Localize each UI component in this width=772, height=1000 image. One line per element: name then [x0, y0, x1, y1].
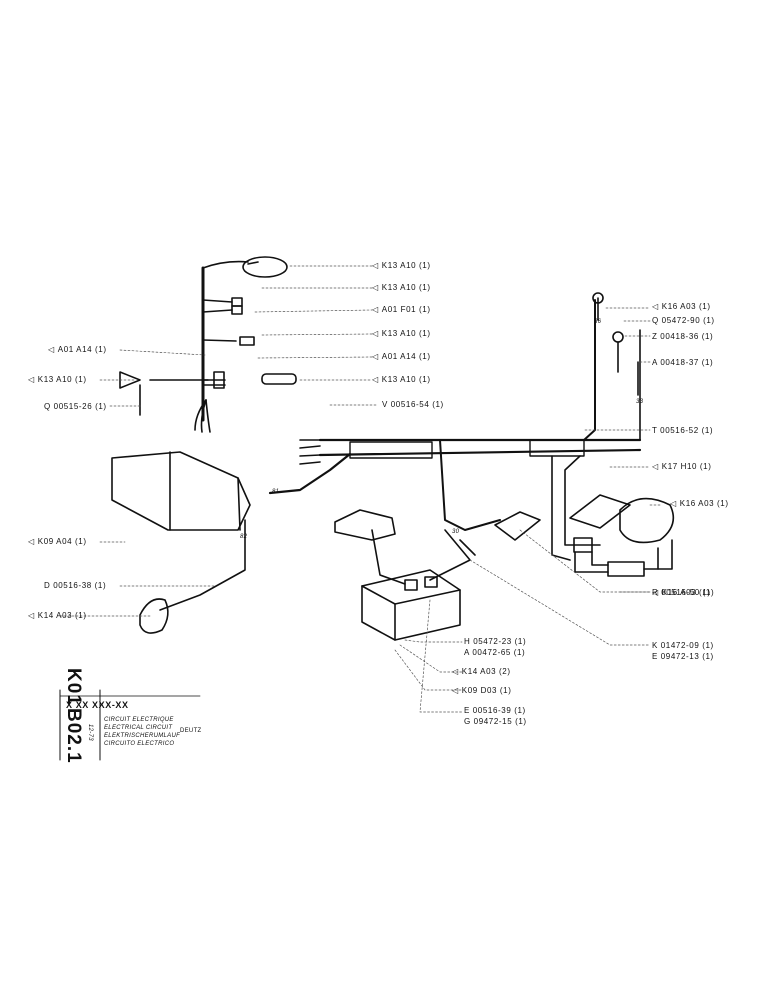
- ref-e00516-39: E 00516-39 (1): [464, 706, 526, 715]
- left-triangle-pointer-icon: ◁: [372, 375, 379, 384]
- ref-v00516-54: V 00516-54 (1): [382, 400, 444, 409]
- ref-e09472-13: E 09472-13 (1): [652, 652, 714, 661]
- left-triangle-pointer-icon: ◁: [372, 329, 379, 338]
- battery-box: [361, 569, 461, 641]
- ref-k14-a03-2: ◁ K14 A03 (2): [452, 667, 511, 676]
- circuit-es: CIRCUITO ELECTRICO: [104, 741, 175, 747]
- circuit-en: ELECTRICAL CIRCUIT: [104, 725, 173, 731]
- left-triangle-pointer-icon: ◁: [372, 283, 379, 292]
- left-triangle-pointer-icon: ◁: [48, 345, 55, 354]
- ref-k17-h10: ◁ K17 H10 (1): [652, 462, 712, 471]
- ref-r00516-50: R 00516-50 (1): [652, 588, 715, 597]
- ref-a01-a14-left: ◁ A01 A14 (1): [48, 345, 107, 354]
- left-triangle-pointer-icon: ◁: [28, 375, 35, 384]
- ref-k13-a10-left: ◁ K13 A10 (1): [28, 375, 87, 384]
- ref-k14-a03-left: ◁ K14 A03 (1): [28, 611, 87, 620]
- circuit-de: ELEKTRISCHERUMLAUF: [104, 733, 181, 739]
- ref-k16-a03-top: ◁ K16 A03 (1): [652, 302, 711, 311]
- date-code: 12-73: [87, 724, 93, 741]
- ref-a01-f01: ◁ A01 F01 (1): [372, 305, 431, 314]
- ref-z00418-36: Z 00418-36 (1): [652, 332, 714, 341]
- wire-number: 36: [594, 319, 602, 325]
- ref-q05472-90: Q 05472-90 (1): [652, 316, 715, 325]
- ref-k16-a03-mid: ◁ K16 A03 (1): [670, 499, 729, 508]
- wire-number: 30: [452, 529, 460, 535]
- left-triangle-pointer-icon: ◁: [28, 537, 35, 546]
- ref-k09-a04: ◁ K09 A04 (1): [28, 537, 87, 546]
- ref-a01-a14-center: ◁ A01 A14 (1): [372, 352, 431, 361]
- left-triangle-pointer-icon: ◁: [28, 611, 35, 620]
- ref-a00418-37: A 00418-37 (1): [652, 358, 714, 367]
- ref-k13-a10-c2: ◁ K13 A10 (1): [372, 283, 431, 292]
- left-triangle-pointer-icon: ◁: [372, 305, 379, 314]
- ref-g09472-15: G 09472-15 (1): [464, 717, 527, 726]
- left-triangle-pointer-icon: ◁: [652, 462, 659, 471]
- ref-q00515-26: Q 00515-26 (1): [44, 402, 107, 411]
- ref-a00472-65: A 00472-65 (1): [464, 648, 526, 657]
- ref-k13-a10-c3: ◁ K13 A10 (1): [372, 329, 431, 338]
- ref-k16-a03-low: ◁ K16 A03 (1): [652, 588, 711, 597]
- brand-name: DEUTZ: [180, 728, 202, 734]
- part-number: X XX XXX-XX: [66, 700, 129, 710]
- ref-t00516-52: T 00516-52 (1): [652, 426, 714, 435]
- left-triangle-pointer-icon: ◁: [652, 302, 659, 311]
- left-triangle-pointer-icon: ◁: [372, 352, 379, 361]
- wire-number: 82: [240, 534, 248, 540]
- ref-h05472-23: H 05472-23 (1): [464, 637, 527, 646]
- ref-k09-d03: ◁ K09 D03 (1): [452, 686, 512, 695]
- ref-k01472-09: K 01472-09 (1): [652, 641, 714, 650]
- dashboard-housing: [111, 451, 251, 531]
- left-triangle-pointer-icon: ◁: [452, 667, 459, 676]
- left-triangle-pointer-icon: ◁: [670, 499, 677, 508]
- left-triangle-pointer-icon: ◁: [652, 588, 659, 597]
- horn-shape: [619, 497, 675, 544]
- circuit-fr: CIRCUIT ELECTRIQUE: [104, 717, 174, 723]
- wire-number: 81: [272, 489, 280, 495]
- ref-k13-a10-c1: ◁ K13 A10 (1): [372, 261, 431, 270]
- lamp-switch-shape: [242, 256, 288, 278]
- ref-k13-a10-c4: ◁ K13 A10 (1): [372, 375, 431, 384]
- sheet-code-b02: B02.1: [63, 708, 84, 764]
- wire-number: 33: [636, 399, 644, 405]
- left-triangle-pointer-icon: ◁: [452, 686, 459, 695]
- left-triangle-pointer-icon: ◁: [372, 261, 379, 270]
- ref-d00516-38: D 00516-38 (1): [44, 581, 107, 590]
